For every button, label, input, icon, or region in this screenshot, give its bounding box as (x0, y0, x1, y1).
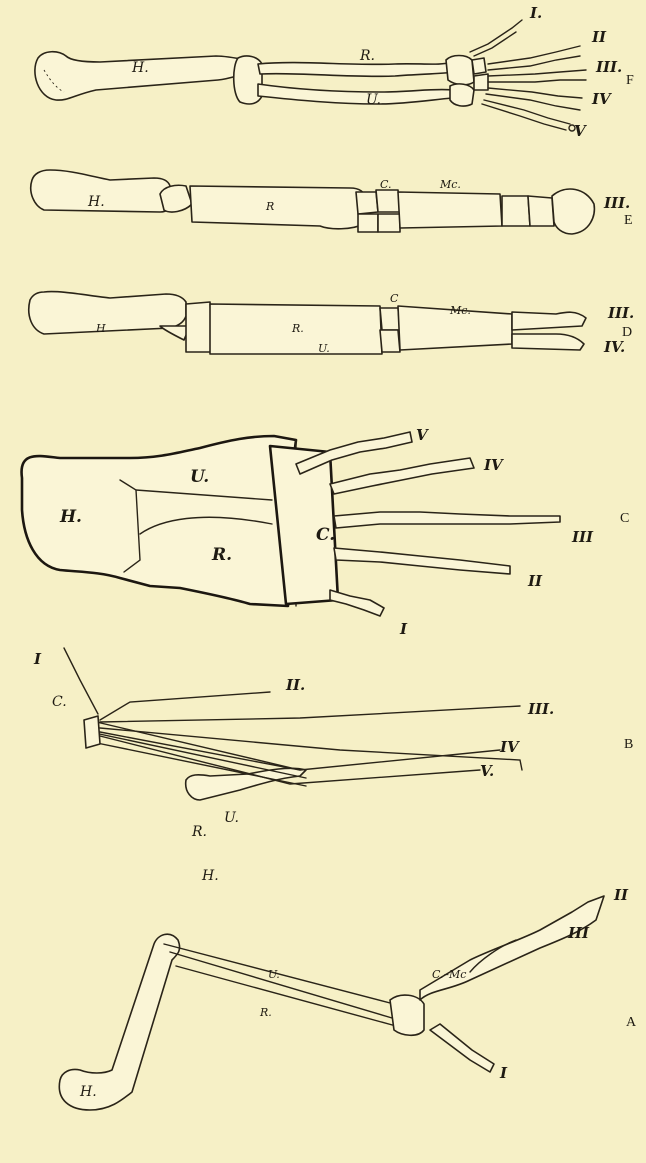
label-a-humerus: H. (79, 1084, 97, 1100)
label-c-ulna: U. (190, 467, 209, 487)
label-d-carpus: C (390, 292, 399, 305)
label-c-digit-2: II (527, 572, 543, 590)
label-d-humerus: H (95, 322, 106, 335)
label-b-digit-4: IV (499, 738, 520, 756)
label-b-radius: R. (191, 824, 207, 840)
figure-e (31, 170, 595, 234)
label-c-humerus: H. (59, 507, 82, 527)
label-c-carpus: C. (316, 525, 335, 545)
label-d-digit-4: IV. (603, 338, 625, 356)
figure-letter-d: D (622, 325, 632, 340)
label-e-radius: R (265, 200, 274, 213)
label-b-digit-2: II. (285, 676, 305, 694)
figure-letter-f: F (626, 73, 634, 88)
label-c-digit-5: V (416, 426, 429, 444)
label-f-digit-3: III. (595, 58, 622, 76)
label-e-digit-3: III. (603, 194, 630, 212)
label-a-digit-1: I (499, 1064, 508, 1082)
label-a-digit-3: III (567, 924, 590, 942)
label-b-digit-3: III. (527, 700, 554, 718)
label-f-humerus: H. (131, 60, 149, 76)
label-f-digit-4: IV (591, 90, 612, 108)
label-e-humerus: H. (87, 194, 105, 210)
label-c-digit-1: I (399, 620, 408, 638)
label-b-humerus: H. (201, 868, 219, 884)
label-f-digit-2: II (591, 28, 607, 46)
label-d-radius: R. (291, 322, 304, 335)
label-c-digit-4: IV (483, 456, 504, 474)
figure-d (29, 292, 586, 354)
label-b-digit-1: I (33, 650, 42, 668)
label-a-radius: R. (259, 1006, 272, 1019)
figure-letter-c: C (620, 511, 629, 526)
label-c-radius: R. (211, 545, 232, 565)
figure-letter-a: A (626, 1015, 637, 1030)
label-b-carpus: C. (52, 694, 67, 710)
figure-b (64, 648, 522, 800)
label-a-ulna: U. (268, 968, 280, 981)
label-d-digit-3: III. (607, 304, 634, 322)
label-f-radius: R. (359, 48, 375, 64)
label-f-digit-5: V (574, 122, 587, 140)
figure-f (35, 20, 586, 131)
label-a-digit-2: II (613, 886, 629, 904)
label-f-digit-1: I. (529, 4, 542, 22)
figure-letter-b: B (624, 737, 633, 752)
label-f-ulna: U. (366, 92, 381, 108)
figure-letter-e: E (624, 213, 633, 228)
label-a-carpometacarpus: C.–Mc (432, 968, 466, 981)
label-d-ulna: U. (318, 342, 330, 355)
label-d-metacarpus: Mc. (449, 304, 471, 317)
figure-a (59, 896, 604, 1110)
label-b-ulna: U. (224, 810, 239, 826)
figure-c (22, 432, 560, 616)
label-e-carpus: C. (380, 178, 392, 191)
label-e-metacarpus: Mc. (439, 178, 461, 191)
label-b-digit-5: V. (480, 762, 494, 780)
label-c-digit-3: III (571, 528, 594, 546)
